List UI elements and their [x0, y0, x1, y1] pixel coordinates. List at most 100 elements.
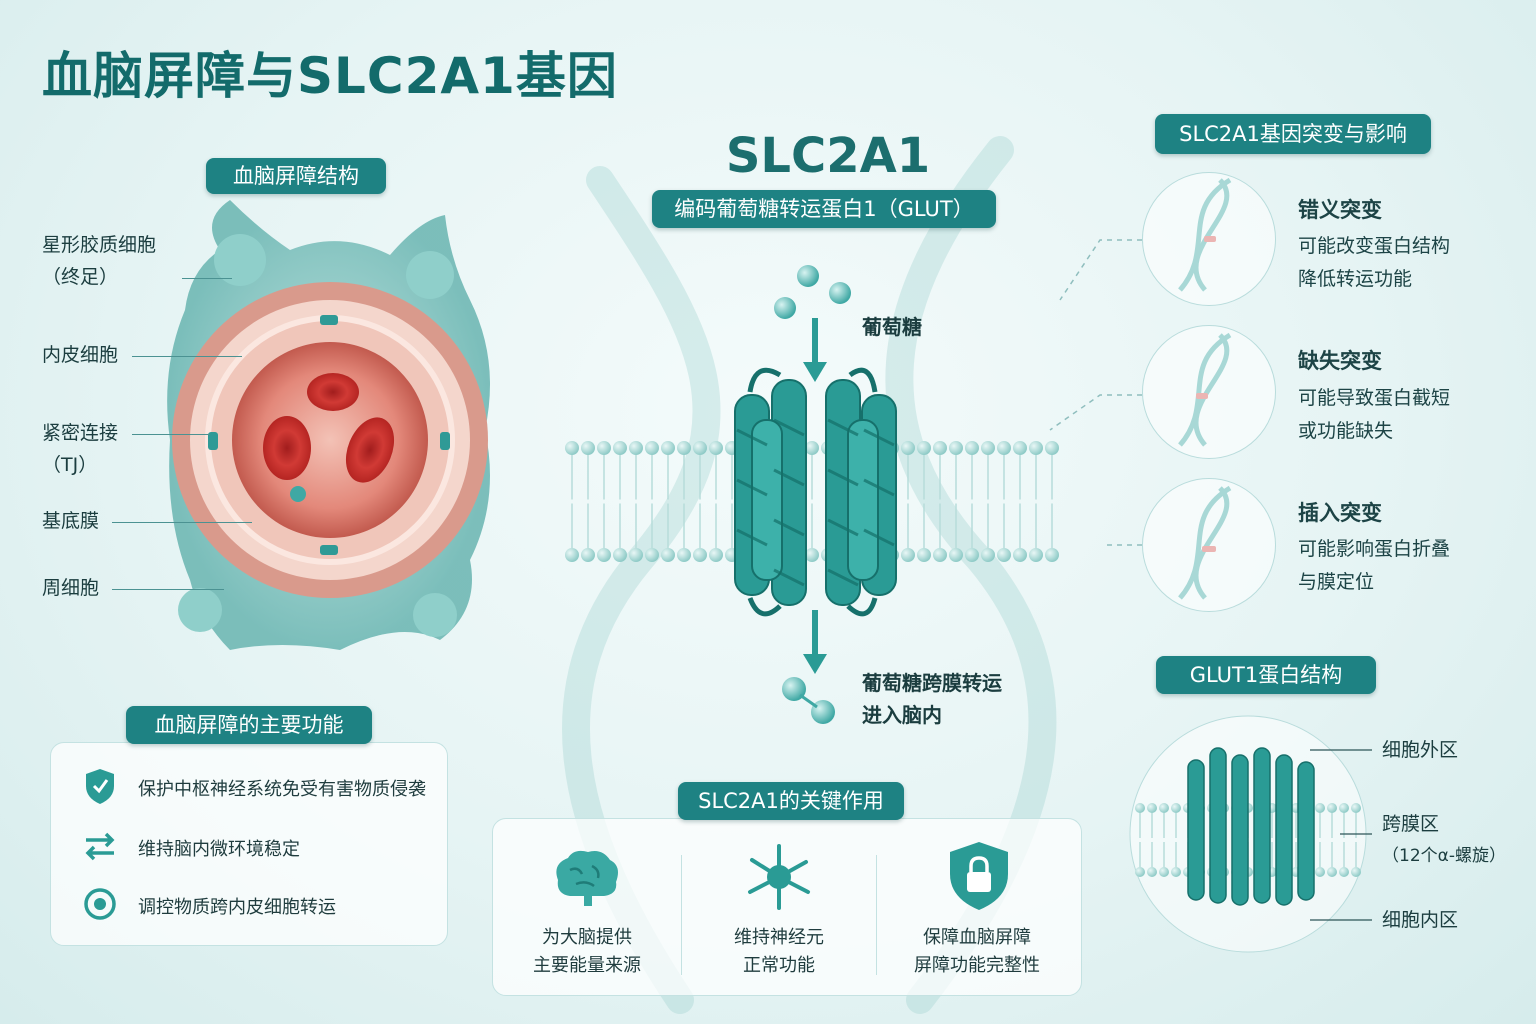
lipid-head: [901, 548, 915, 562]
bbb-functions-heading: 血脑屏障的主要功能: [126, 706, 372, 744]
leader-pericyte: [112, 589, 224, 590]
divider: [681, 855, 682, 975]
lipid-head: [949, 548, 963, 562]
lipid-head: [1147, 867, 1157, 877]
lipid-head: [981, 441, 995, 455]
key-role-energy: 为大脑提供 主要能量来源: [502, 924, 672, 980]
lipid-head: [1351, 867, 1361, 877]
lipid-head: [693, 441, 707, 455]
mutation-insertion-title: 插入突变: [1298, 501, 1382, 525]
key-role-energy-line2: 主要能量来源: [533, 955, 641, 976]
glut-transporter-illustration: [734, 367, 897, 617]
mutation-missense-desc2: 降低转运功能: [1298, 268, 1413, 290]
mutation-insertion-desc1: 可能影响蛋白折叠: [1298, 538, 1451, 560]
lipid-head: [1029, 441, 1043, 455]
transport-label-line1: 葡萄糖跨膜转运: [862, 671, 1002, 695]
mutation-circle-deletion: [1142, 325, 1276, 459]
leader-endothelial: [132, 356, 242, 357]
lipid-head: [565, 441, 579, 455]
glut1-heading: GLUT1蛋白结构: [1156, 656, 1376, 694]
lipid-head: [1135, 803, 1145, 813]
key-role-neuron: 维持神经元 正常功能: [694, 924, 864, 980]
shield-icon: [86, 769, 114, 804]
lipid-head: [805, 548, 819, 562]
glut1-helices-label: （12个α-螺旋）: [1382, 846, 1506, 866]
lipid-head: [1013, 441, 1027, 455]
key-role-energy-line1: 为大脑提供: [542, 927, 632, 948]
mutation-deletion-title: 缺失突变: [1298, 349, 1382, 373]
helix-ridges: [736, 418, 895, 587]
mutation-circle-insertion: [1142, 478, 1276, 612]
lipid-head: [709, 441, 723, 455]
glucose-label: 葡萄糖: [862, 315, 922, 339]
glut1-intracellular-label: 细胞内区: [1382, 909, 1459, 931]
glut1-transmembrane-label: 跨膜区: [1382, 813, 1440, 835]
lock-shield-icon: [950, 842, 1008, 910]
lipid-head: [917, 548, 931, 562]
lipid-head: [645, 548, 659, 562]
lipid-head: [1159, 803, 1169, 813]
lipid-head: [613, 441, 627, 455]
key-role-neuron-line1: 维持神经元: [734, 927, 824, 948]
mutation-circle-missense: [1142, 172, 1276, 306]
label-tight-junction-abbr: （TJ）: [42, 454, 98, 476]
function-item-homeostasis: 维持脑内微环境稳定: [138, 839, 300, 860]
function-item-transport: 调控物质跨内皮细胞转运: [138, 897, 336, 918]
key-role-neuron-line2: 正常功能: [743, 955, 815, 976]
lipid-head: [997, 548, 1011, 562]
lipid-head: [1351, 803, 1361, 813]
lipid-head: [1045, 548, 1059, 562]
lipid-head: [661, 441, 675, 455]
cycle-target-icon: [84, 888, 116, 920]
lipid-head: [581, 441, 595, 455]
label-astrocyte-endfoot: （终足）: [42, 266, 119, 288]
lipid-head: [965, 548, 979, 562]
lipid-head: [565, 548, 579, 562]
key-roles-heading: SLC2A1的关键作用: [678, 782, 904, 820]
lipid-head: [693, 548, 707, 562]
lipid-head: [1339, 867, 1349, 877]
mutation-deletion-desc2: 或功能缺失: [1298, 420, 1394, 442]
divider: [876, 855, 877, 975]
lipid-head: [901, 441, 915, 455]
bbb-structure-heading: 血脑屏障结构: [206, 158, 386, 194]
label-basement-membrane: 基底膜: [42, 510, 100, 532]
lipid-head: [949, 441, 963, 455]
mutation-insertion-desc2: 与膜定位: [1298, 571, 1375, 593]
lipid-head: [1327, 867, 1337, 877]
gene-subtitle: 编码葡萄糖转运蛋白1（GLUT）: [652, 190, 996, 228]
mutation-deletion-desc1: 可能导致蛋白截短: [1298, 387, 1451, 409]
mutations-heading: SLC2A1基因突变与影响: [1155, 114, 1431, 154]
gene-name: SLC2A1: [725, 128, 931, 184]
lipid-head: [1315, 803, 1325, 813]
lipid-head: [1159, 867, 1169, 877]
leader-tight-junction: [132, 434, 210, 435]
page-title: 血脑屏障与SLC2A1基因: [42, 47, 618, 105]
lipid-head: [997, 441, 1011, 455]
function-item-protect: 保护中枢神经系统免受有害物质侵袭: [138, 779, 426, 800]
lipid-head: [629, 548, 643, 562]
lipid-head: [1013, 548, 1027, 562]
neuron-icon: [748, 844, 810, 910]
key-role-barrier-line2: 屏障功能完整性: [914, 955, 1040, 976]
lipid-head: [1315, 867, 1325, 877]
label-tight-junction: 紧密连接: [42, 422, 119, 444]
blood-vessel-illustration: [167, 200, 490, 650]
lipid-head: [1339, 803, 1349, 813]
lipid-head: [1171, 803, 1181, 813]
lipid-head: [965, 441, 979, 455]
down-arrow-icon: [803, 318, 827, 674]
lipid-head: [1135, 867, 1145, 877]
lipid-head: [629, 441, 643, 455]
glut1-structure-illustration: [1129, 715, 1367, 953]
lipid-head: [677, 548, 691, 562]
leader-astrocyte: [182, 278, 232, 279]
key-role-barrier: 保障血脑屏障 屏障功能完整性: [892, 924, 1062, 980]
mutation-leaders: [1049, 239, 1142, 546]
label-pericyte: 周细胞: [42, 577, 100, 599]
glucose-molecules: [774, 265, 851, 724]
lipid-head: [709, 548, 723, 562]
lipid-head: [1171, 867, 1181, 877]
lipid-head: [597, 548, 611, 562]
lipid-head: [645, 441, 659, 455]
